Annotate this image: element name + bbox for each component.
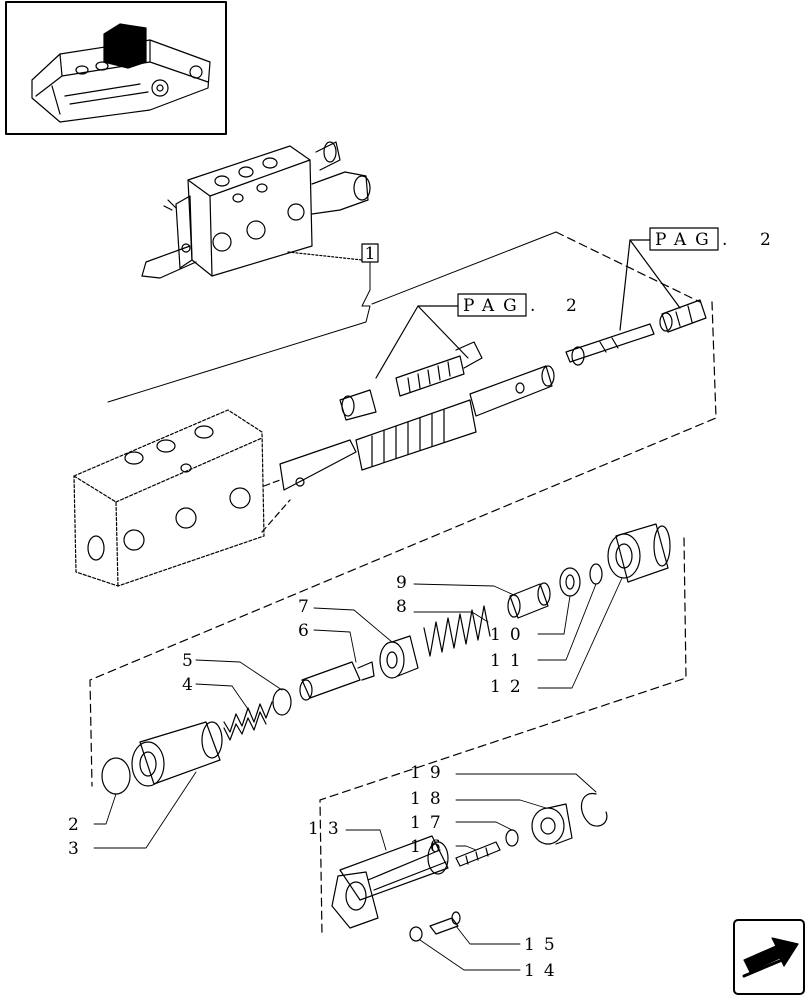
lower-parts xyxy=(101,523,671,942)
part-label-5: 5 xyxy=(182,651,193,671)
part-label-4: 4 xyxy=(182,675,193,695)
page-ref-top: PAG . 2 xyxy=(619,227,771,331)
part-label-19: 19 xyxy=(410,763,450,783)
assembly-callout-1: 1 xyxy=(107,231,557,403)
part-labels: 2 3 4 5 6 7 8 9 10 11 12 13 15 14 16 17 … xyxy=(68,573,564,981)
part-label-11: 11 xyxy=(490,651,530,671)
pin-parts xyxy=(565,299,707,366)
o-ring-part-2 xyxy=(101,757,131,795)
assembly-callout-label: 1 xyxy=(365,244,376,264)
part-label-8: 8 xyxy=(396,597,407,617)
valve-assembly-top xyxy=(141,141,371,279)
part-label-13: 13 xyxy=(308,819,348,839)
part-label-15: 15 xyxy=(524,935,564,955)
part-label-18: 18 xyxy=(410,789,450,809)
part-label-17: 17 xyxy=(410,813,450,833)
location-thumbnail xyxy=(5,1,227,135)
page-ref-top-label: PAG xyxy=(655,230,718,250)
part-label-16: 16 xyxy=(410,837,450,857)
part-label-10: 10 xyxy=(490,625,530,645)
page-ref-mid-label: PAG xyxy=(463,296,526,316)
part-label-3: 3 xyxy=(68,839,79,859)
page-ref-top-num: 2 xyxy=(760,230,771,250)
part-label-2: 2 xyxy=(68,815,79,835)
page-ref-top-dot: . xyxy=(722,230,727,250)
part-label-12: 12 xyxy=(490,677,530,697)
part-label-6: 6 xyxy=(298,621,309,641)
valve-body xyxy=(73,409,265,587)
next-page-arrow-icon[interactable] xyxy=(733,919,805,995)
spool-assembly xyxy=(261,341,555,533)
tractor-location-thumbnail xyxy=(31,23,211,123)
page-ref-mid-num: 2 xyxy=(566,296,577,316)
part-leaders xyxy=(93,577,623,971)
page-ref-mid-dot: . xyxy=(530,296,535,316)
part-label-7: 7 xyxy=(298,597,309,617)
page-ref-mid: PAG . 2 xyxy=(375,293,577,379)
part-label-14: 14 xyxy=(524,961,564,981)
dashed-leaders xyxy=(89,231,717,937)
part-label-9: 9 xyxy=(396,573,407,593)
